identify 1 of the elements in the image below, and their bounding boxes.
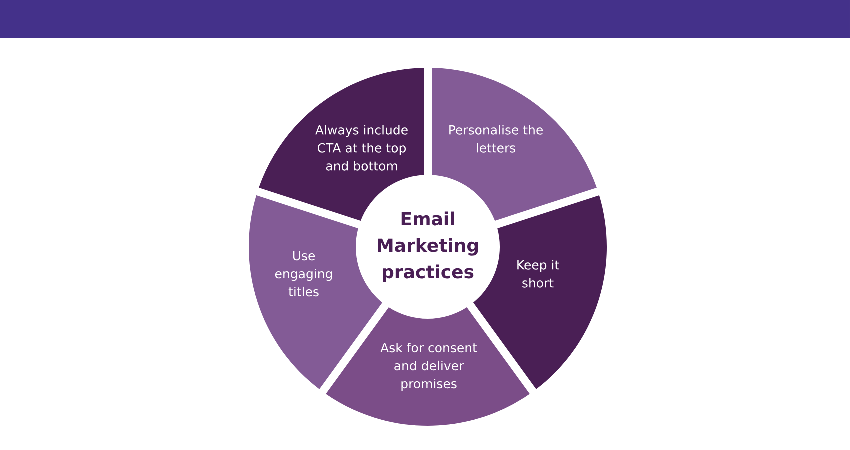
ring-segment: Ask for consent and deliver promises: [326, 308, 530, 426]
